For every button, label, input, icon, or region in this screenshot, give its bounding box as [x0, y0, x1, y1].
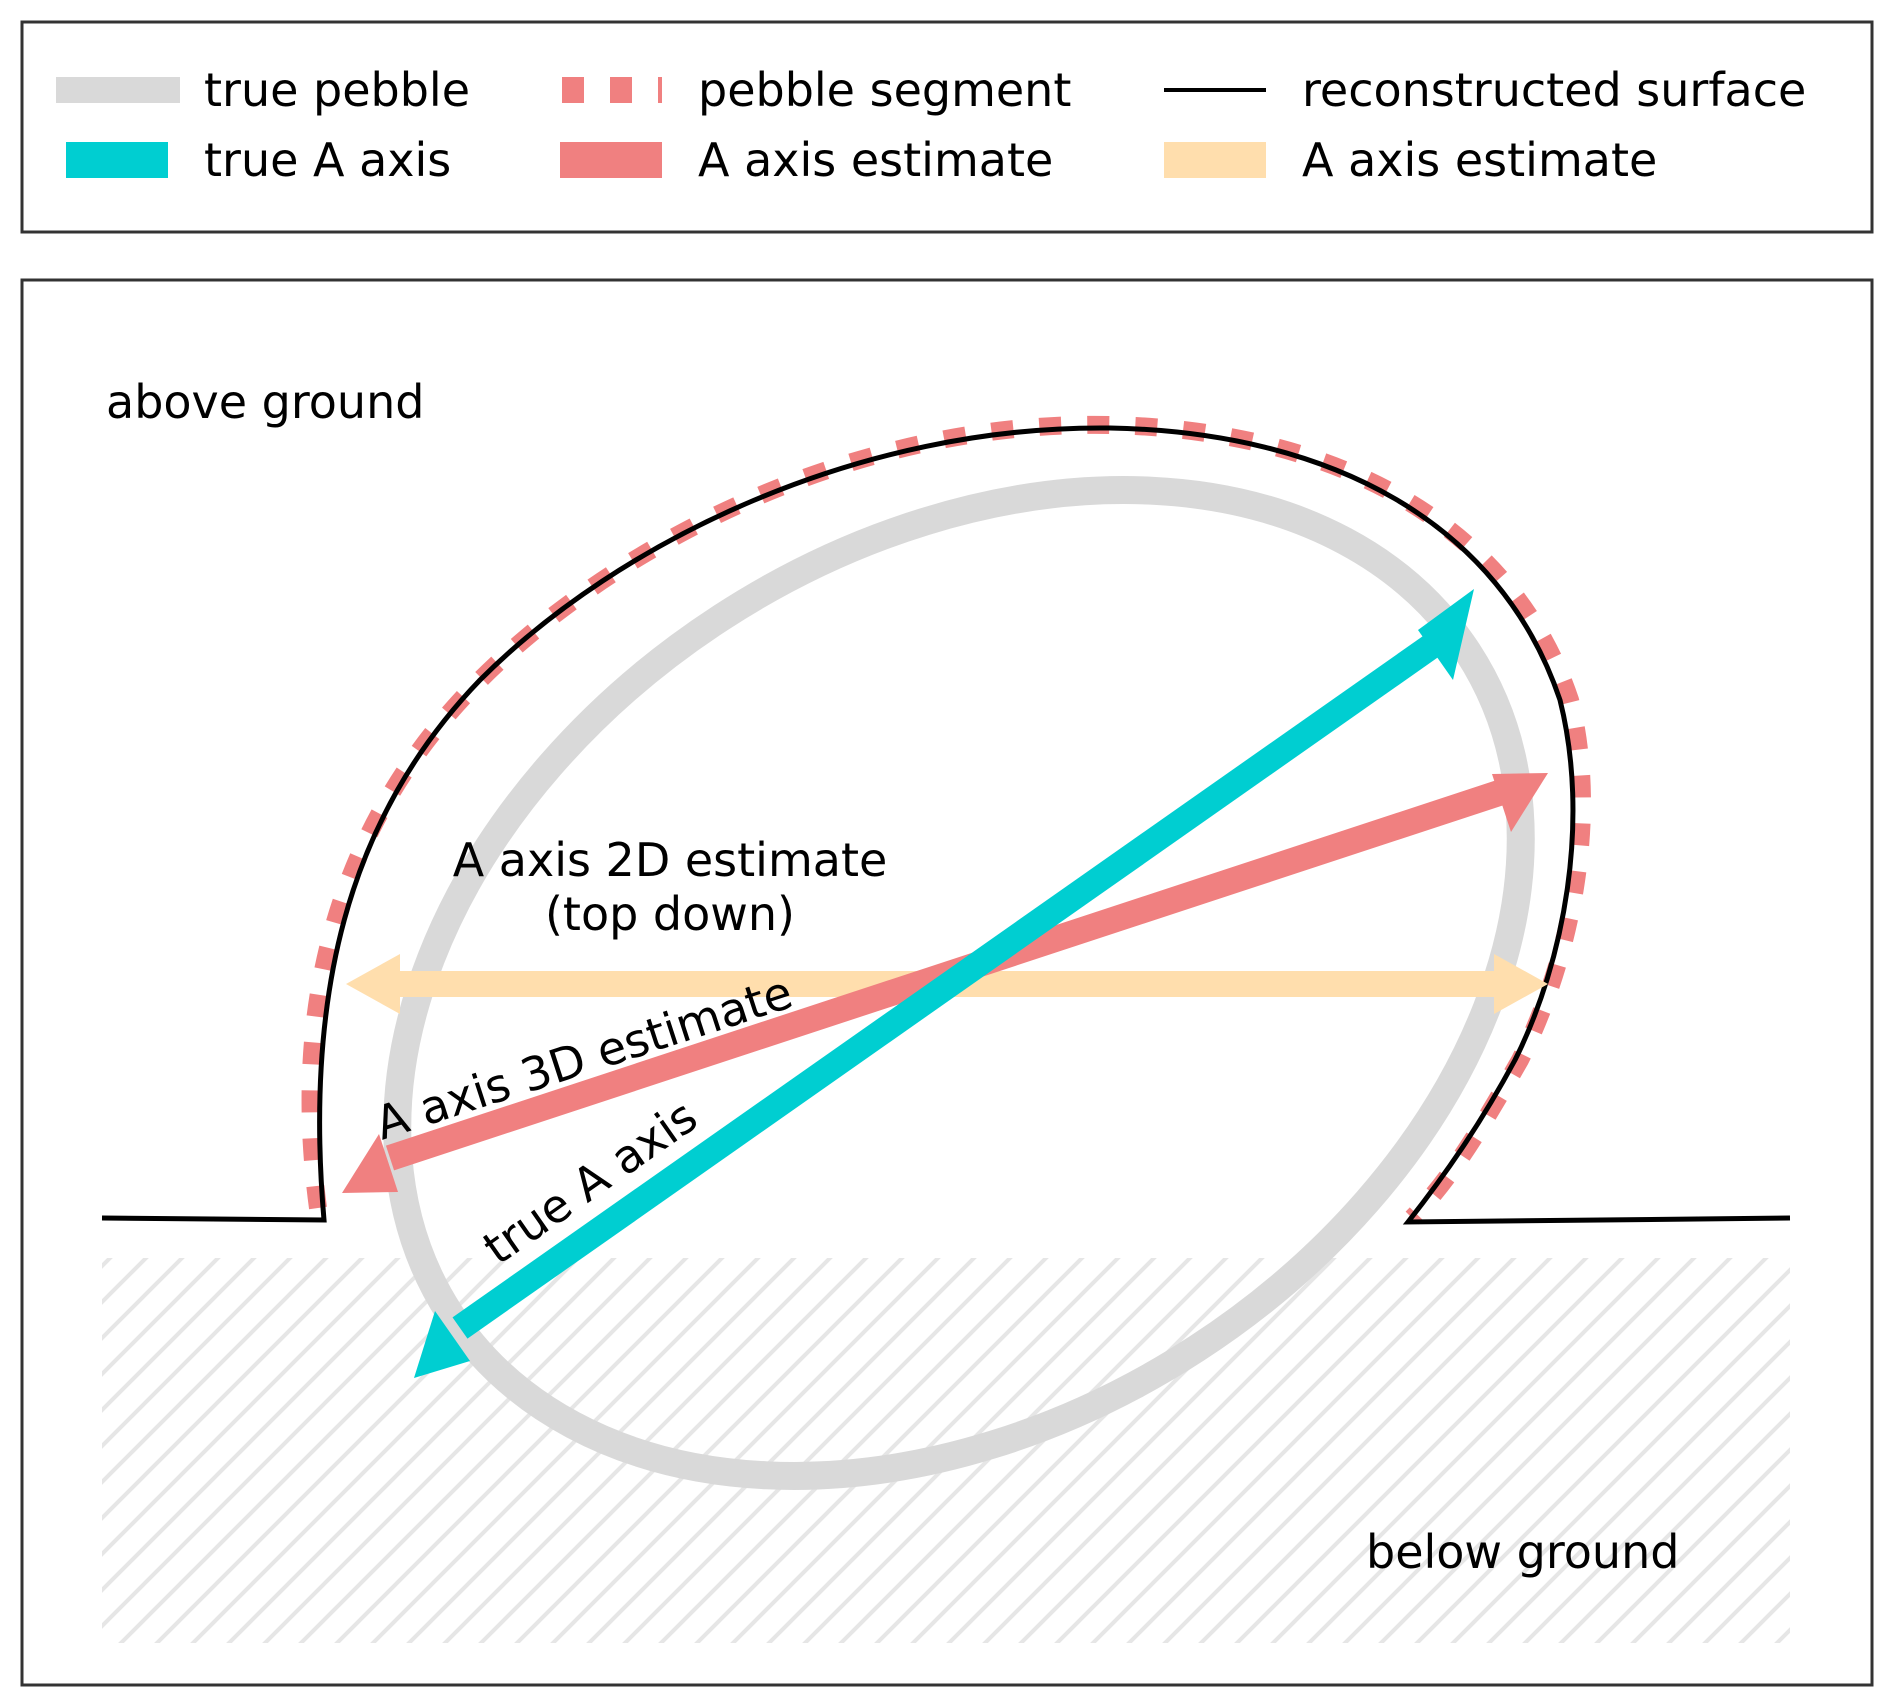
legend-label-true-a-axis: true A axis [204, 133, 451, 187]
legend-label-pebble-segment: pebble segment [698, 63, 1071, 117]
true-a-axis-arrowhead-left [414, 1311, 470, 1378]
below-ground-label: below ground [1366, 1525, 1679, 1579]
estimate-3d-arrowhead-right [1492, 773, 1548, 832]
estimate-2d-label-line2: (top down) [545, 887, 795, 941]
estimate-2d-arrowhead-left [346, 954, 400, 1014]
estimate-2d-label-line1: A axis 2D estimate [453, 833, 888, 887]
legend-box [20, 20, 1874, 234]
reconstructed-surface [101, 425, 1791, 1225]
estimate-3d-arrowhead-left [342, 1134, 398, 1193]
estimate-2d-arrowhead-right [1494, 954, 1548, 1014]
true-a-axis-arrow-line [452, 629, 1448, 1339]
true-a-axis-arrowhead-right [1418, 589, 1474, 680]
above-ground-label: above ground [106, 375, 424, 429]
legend-label-true-pebble: true pebble [204, 63, 470, 117]
legend-label-3d-estimate: A axis estimate [698, 133, 1053, 187]
legend-label-2d-estimate: A axis estimate [1302, 133, 1657, 187]
legend-label-reconstructed-surface: reconstructed surface [1302, 63, 1806, 117]
true-pebble [383, 476, 1535, 1490]
